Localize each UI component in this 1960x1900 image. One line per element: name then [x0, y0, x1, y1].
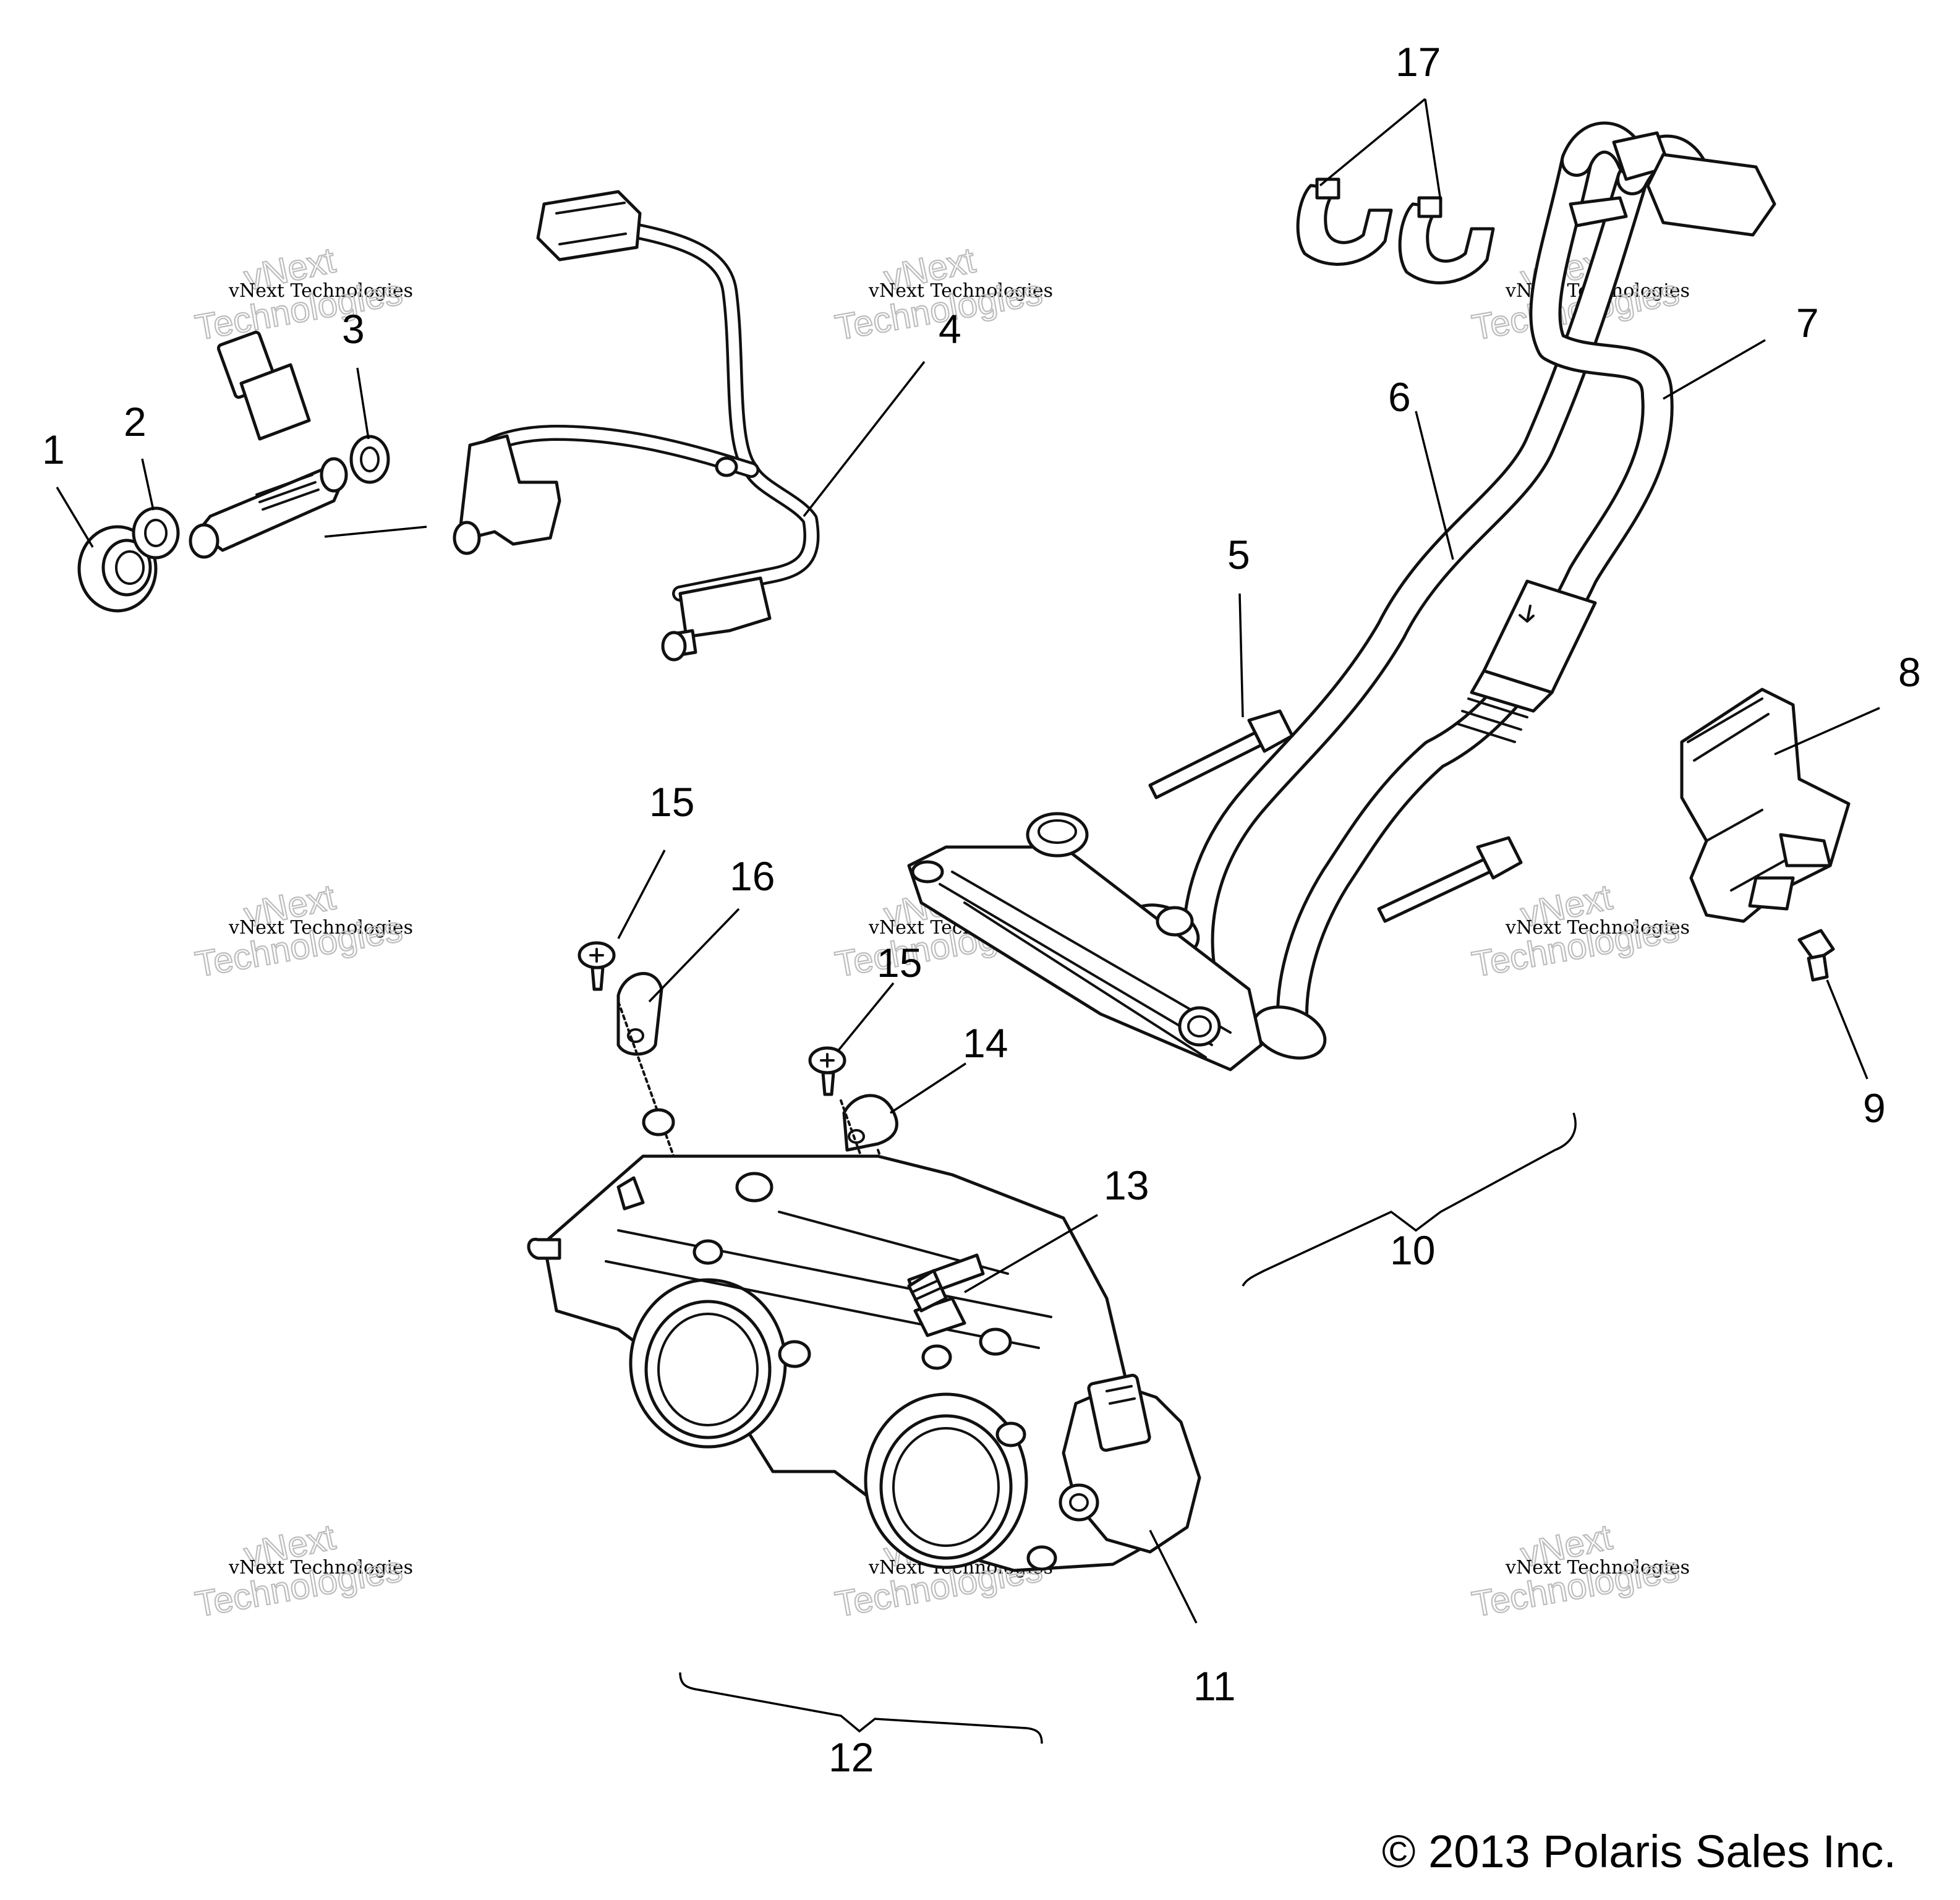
watermark-full: vNext Technologies [228, 917, 413, 939]
callout-13: 13 [1104, 1162, 1149, 1208]
callout-10: 10 [1390, 1227, 1435, 1273]
watermark-full: vNext Technologies [1505, 1557, 1690, 1578]
part-screw-15b [808, 1046, 846, 1096]
assembly-brackets [679, 1112, 1577, 1744]
part-inline-fuel-filter [1455, 579, 1597, 743]
callout-12: 12 [829, 1734, 874, 1780]
callout-7: 7 [1796, 300, 1819, 346]
callout-labels: 1 2 3 4 5 6 7 8 9 10 11 12 13 14 15 15 1… [42, 39, 1921, 1780]
copyright-notice: © 2013 Polaris Sales Inc. [1382, 1826, 1896, 1877]
part-wiring-harness [453, 190, 820, 662]
watermark-full: vNext Technologies [228, 1557, 413, 1578]
part-throttle-body [527, 1108, 1170, 1572]
callout-6: 6 [1388, 374, 1411, 420]
watermark-full: vNext Technologies [868, 280, 1053, 302]
part-hose-end-fitting [1569, 131, 1776, 237]
part-screw [1797, 929, 1835, 982]
callout-1: 1 [42, 427, 65, 472]
callout-16: 16 [730, 853, 775, 899]
callout-2: 2 [124, 399, 147, 445]
injector-assembly-line [324, 526, 427, 538]
part-sensor-bracket [1680, 688, 1851, 923]
callout-15-upper: 15 [649, 779, 694, 825]
part-fuel-injector [189, 330, 348, 559]
callout-3: 3 [342, 306, 365, 352]
part-fuel-rail [907, 812, 1263, 1071]
part-fuel-hose-return [1276, 121, 1674, 1030]
callout-14: 14 [963, 1020, 1008, 1066]
part-bolt-long [1377, 836, 1523, 923]
callout-15-lower: 15 [877, 940, 922, 986]
callout-9: 9 [1863, 1085, 1886, 1131]
part-screw-15a [577, 941, 616, 991]
leader-lines [56, 98, 1880, 1624]
part-o-ring-upper [349, 435, 390, 484]
callout-17: 17 [1395, 39, 1441, 85]
callout-8: 8 [1898, 649, 1921, 695]
part-hose-clamp-exploded [1296, 177, 1495, 284]
callout-11: 11 [1193, 1663, 1236, 1709]
part-hose-clip-14 [842, 1094, 898, 1152]
part-bolt-long [1148, 709, 1294, 799]
part-throttle-position-sensor [1059, 1373, 1201, 1554]
callout-4: 4 [939, 306, 961, 352]
watermark-full: vNext Technologies [1505, 917, 1690, 939]
watermark-full: vNext Technologies [228, 280, 413, 302]
part-hose-clip-16 [616, 972, 663, 1056]
callout-5: 5 [1227, 532, 1250, 577]
part-fitting-13 [907, 1269, 948, 1313]
part-o-ring-lower [132, 506, 180, 560]
